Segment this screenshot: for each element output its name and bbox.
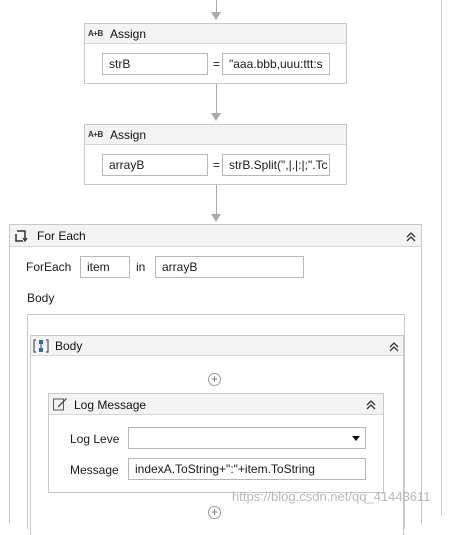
item-variable-field[interactable]: item (80, 256, 130, 278)
collection-field[interactable]: arrayB (155, 256, 304, 278)
foreach-label: ForEach (26, 260, 72, 274)
assign-value-field[interactable]: strB.Split(",|.|:|;".Tc (222, 154, 330, 176)
collapse-icon[interactable] (365, 399, 377, 411)
assign-to-field[interactable]: arrayB (102, 154, 208, 176)
equals-sign: = (213, 158, 221, 172)
message-label: Message (70, 463, 119, 477)
assign-icon: A+B (88, 130, 103, 139)
body-container: Body + Log Message Log (27, 314, 405, 535)
collapse-icon[interactable] (405, 231, 417, 243)
message-field[interactable]: indexA.ToString+":"+item.ToString (128, 458, 366, 480)
assign-title: Assign (110, 27, 147, 41)
body-sequence-header: Body (31, 336, 403, 356)
assign-activity-2[interactable]: A+B Assign arrayB = strB.Split(",|.|:|;"… (84, 124, 347, 185)
body-label: Body (27, 291, 55, 305)
connector-2 (216, 185, 217, 216)
assign-value-field[interactable]: "aaa.bbb,uuu:ttt:s (222, 53, 330, 75)
log-message-icon (53, 398, 67, 411)
connector-arrow (211, 12, 221, 20)
chevron-down-icon[interactable] (352, 436, 360, 441)
add-activity-icon[interactable]: + (208, 506, 221, 519)
connector-1 (216, 84, 217, 115)
assign-title: Assign (110, 128, 147, 142)
log-message-activity[interactable]: Log Message Log Leve Message indexA.ToSt… (48, 393, 384, 493)
assign-header: A+B Assign (85, 125, 346, 145)
equals-sign: = (213, 57, 221, 71)
foreach-header: For Each (10, 225, 421, 247)
sequence-icon (33, 339, 49, 353)
log-level-select[interactable] (128, 427, 366, 449)
add-activity-icon[interactable]: + (208, 373, 221, 386)
assign-icon: A+B (88, 29, 103, 38)
log-message-title: Log Message (74, 398, 147, 412)
assign-to-field[interactable]: strB (102, 53, 208, 75)
assign-activity-1[interactable]: A+B Assign strB = "aaa.bbb,uuu:ttt:s (84, 23, 347, 84)
log-level-label: Log Leve (70, 432, 120, 446)
body-sequence-title: Body (55, 339, 83, 353)
canvas-edge (441, 0, 442, 516)
collapse-icon[interactable] (388, 341, 400, 353)
watermark: https://blog.csdn.net/qq_41443611 (232, 489, 431, 504)
foreach-icon (15, 230, 28, 243)
connector-arrow (211, 214, 221, 222)
connector-arrow (211, 113, 221, 121)
foreach-title: For Each (37, 229, 86, 243)
body-sequence[interactable]: Body + Log Message Log (30, 335, 404, 535)
foreach-activity[interactable]: For Each ForEach item in arrayB Body Bod… (9, 224, 422, 535)
in-label: in (136, 260, 146, 274)
assign-header: A+B Assign (85, 24, 346, 44)
log-message-header: Log Message (49, 394, 383, 415)
connector-top (216, 0, 217, 14)
